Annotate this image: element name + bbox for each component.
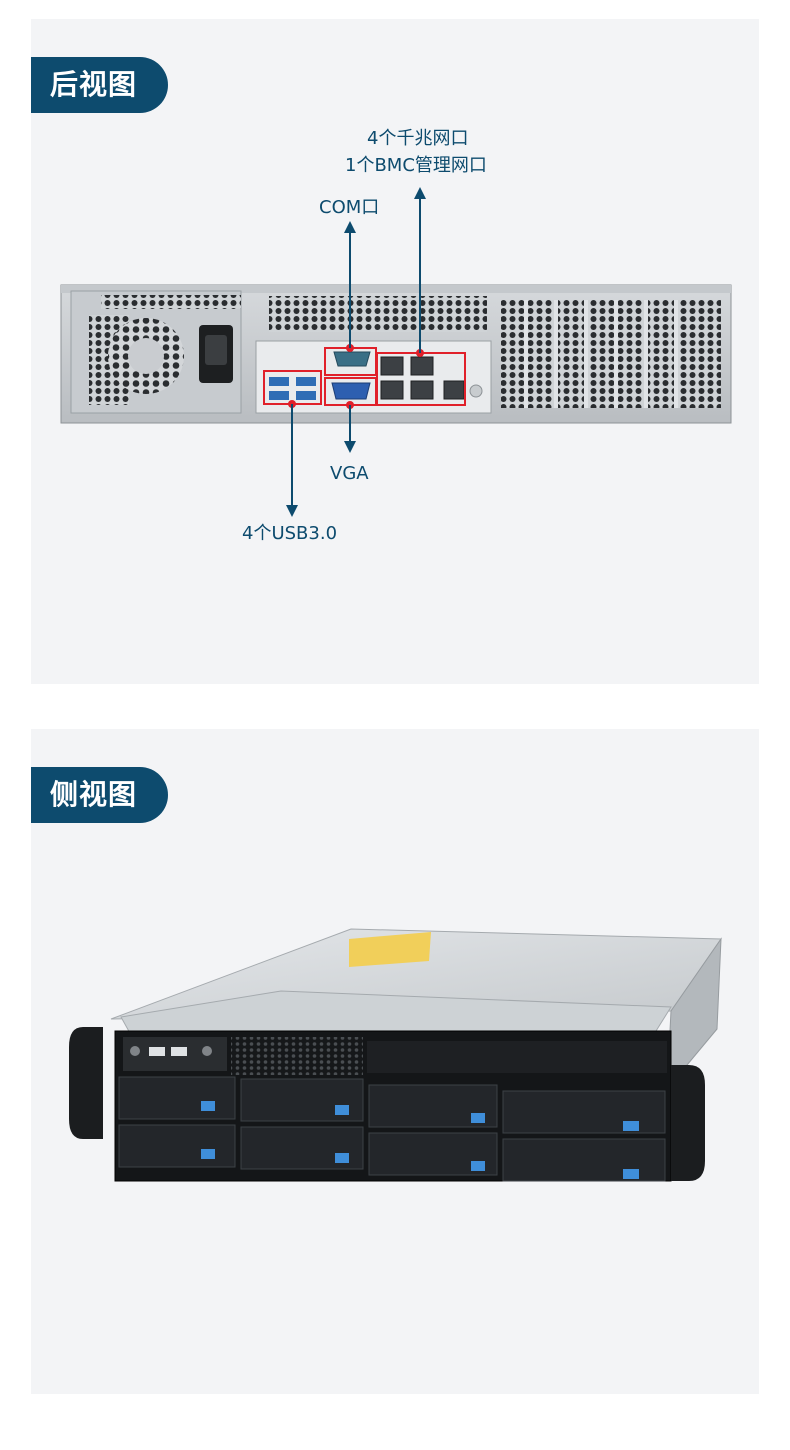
side-server-illustration — [69, 928, 722, 1182]
lan-label-line2: 1个BMC管理网口 — [345, 155, 487, 176]
vga-label: VGA — [330, 463, 369, 484]
usb-label: 4个USB3.0 — [242, 523, 338, 544]
com-label: COM口 — [319, 197, 380, 218]
rear-server-illustration — [60, 187, 732, 517]
lan-label-line1: 4个千兆网口 — [367, 128, 469, 149]
side-view-panel: 侧视图 — [31, 729, 759, 1394]
side-view-title: 侧视图 — [31, 767, 168, 823]
rear-view-panel: 后视图 — [31, 19, 759, 684]
rear-view-title: 后视图 — [31, 57, 168, 113]
